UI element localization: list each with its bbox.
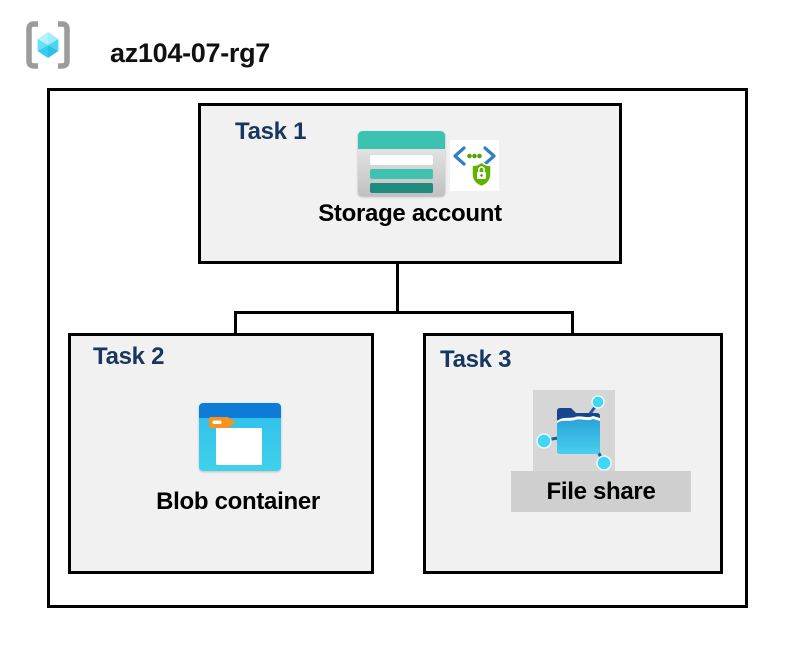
file-share-caption: File share bbox=[546, 477, 656, 505]
connector-storage-stem bbox=[396, 235, 399, 313]
task2-box: Task 2 Blob container bbox=[68, 333, 374, 574]
blob-container-icon bbox=[199, 403, 281, 471]
task3-box: Task 3 File share bbox=[423, 333, 723, 574]
storage-account-caption: Storage account bbox=[318, 200, 502, 227]
task3-label: Task 3 bbox=[440, 346, 512, 373]
sas-shield-lock-icon bbox=[450, 140, 499, 191]
storage-account-icon bbox=[358, 131, 445, 196]
file-share-icon bbox=[536, 395, 612, 471]
resource-group-icon bbox=[26, 21, 70, 69]
task2-label: Task 2 bbox=[93, 343, 165, 370]
connector-branch bbox=[234, 311, 574, 314]
resource-group-name: az104-07-rg7 bbox=[110, 38, 270, 68]
blob-container-caption: Blob container bbox=[156, 488, 320, 515]
task1-box: Task 1 Storage account bbox=[198, 103, 622, 264]
task1-label: Task 1 bbox=[235, 118, 307, 145]
file-share-icon-background bbox=[533, 390, 615, 473]
file-share-label-box: File share bbox=[511, 471, 691, 512]
